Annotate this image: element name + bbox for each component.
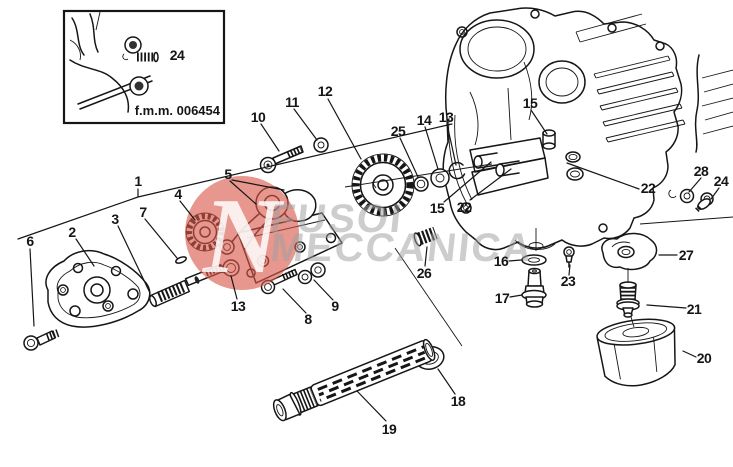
oring-small-art: [413, 176, 429, 192]
body-washers-art: [297, 262, 326, 285]
part-callout-21: 21: [686, 301, 702, 317]
part-callout-27: 27: [678, 247, 694, 263]
leader-lines: [17, 54, 720, 422]
spring-plug-art: [413, 226, 438, 247]
crankcase-art: [442, 7, 733, 251]
part-callout-19: 19: [381, 421, 397, 437]
gear-washer-art: [430, 168, 450, 188]
oil-filter-art: [596, 318, 676, 387]
inset-photo-code: f.m.m. 006454: [134, 103, 220, 118]
drive-pin-art: [175, 256, 187, 264]
part-callout-4: 4: [174, 186, 182, 202]
part-callout-8: 8: [304, 311, 312, 327]
filter-union-art: [616, 281, 640, 318]
banjo-washer-art: [668, 188, 695, 204]
part-callout-2: 2: [68, 224, 76, 240]
part-callout-5: 5: [224, 166, 232, 182]
pump-cover-art: [45, 249, 151, 328]
watermark-emblem-letter: N: [202, 177, 285, 296]
part-callout-23: 23: [560, 273, 576, 289]
part-callout-22: 22: [640, 180, 656, 196]
part-callout-15: 15: [522, 95, 538, 111]
part-callout-18: 18: [450, 393, 466, 409]
pressure-valve-art: [521, 267, 547, 308]
part-callout-26: 26: [416, 265, 432, 281]
part-callout-24: 24: [713, 173, 729, 189]
small-bolt-art: [563, 246, 575, 268]
inset-box: [62, 9, 226, 125]
gear-bolt-art: [259, 145, 304, 174]
watermark-circle: [185, 176, 299, 290]
part-callout-15: 15: [429, 200, 445, 216]
watermark: N FUSOI MECCANICA: [185, 176, 535, 296]
breather-bolt-art: [694, 192, 714, 213]
part-callout-16: 16: [493, 253, 509, 269]
body-bolt-art: [260, 268, 298, 295]
part-callout-24: 24: [169, 47, 185, 63]
part-callout-10: 10: [250, 109, 266, 125]
gasket-plate-art: [601, 232, 658, 271]
part-callout-12: 12: [317, 83, 333, 99]
watermark-word-top: FUSOI: [269, 197, 406, 241]
part-callout-6: 6: [26, 233, 34, 249]
part-callout-22: 22: [456, 199, 472, 215]
part-callout-17: 17: [494, 290, 510, 306]
part-callout-20: 20: [696, 350, 712, 366]
axis-lines: [344, 163, 635, 347]
part-callout-13: 13: [438, 109, 454, 125]
bolt-washer-art: [313, 137, 329, 153]
watermark-word-bottom: MECCANICA: [268, 226, 535, 270]
part-callout-28: 28: [693, 163, 709, 179]
seal-washer-art: [521, 254, 547, 266]
part-callout-14: 14: [416, 112, 432, 128]
oil-strainer-art: [272, 338, 436, 422]
part-callout-7: 7: [139, 204, 147, 220]
part-callout-3: 3: [111, 211, 119, 227]
circlip-art: [448, 161, 466, 180]
part-callout-13: 13: [230, 298, 246, 314]
inset-art: [69, 11, 159, 113]
part-callout-11: 11: [285, 94, 299, 110]
part-callout-9: 9: [331, 298, 339, 314]
part-callout-25: 25: [390, 123, 406, 139]
inset-screw-art: [137, 51, 159, 63]
part-callout-1: 1: [134, 173, 142, 189]
cover-bolt-art: [23, 329, 60, 351]
